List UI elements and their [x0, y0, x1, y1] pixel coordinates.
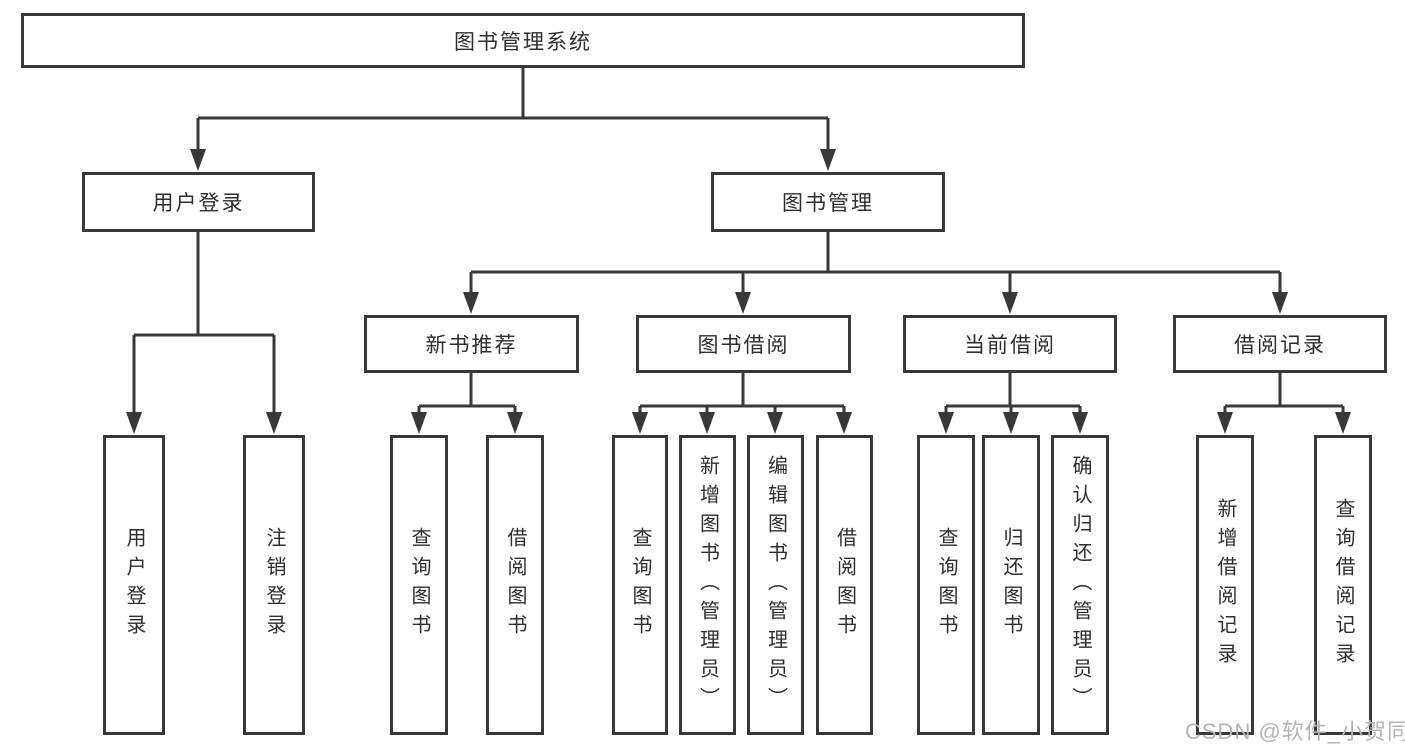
leaf-label: 查询图书 [935, 527, 957, 643]
csdn-watermark: CSDN @软件_小贺同学 [1185, 719, 1405, 744]
arrowhead-icon [1002, 292, 1018, 314]
node-label: 当前借阅 [964, 334, 1056, 357]
arrowhead-icon [1217, 412, 1233, 434]
leaf-add-books-admin: 新增图书（管理员） [679, 435, 736, 735]
connector-new-book-to-leaves [411, 373, 523, 434]
node-label: 图书管理 [782, 192, 874, 215]
arrowhead-icon [1072, 412, 1088, 434]
connector-root-to-level2 [190, 68, 836, 171]
leaf-label: 借阅图书 [833, 527, 856, 643]
node-book-management: 图书管理 [711, 172, 945, 232]
arrowhead-icon [767, 412, 783, 434]
leaf-label: 新增图书（管理员） [696, 454, 719, 716]
leaf-borrow-books: 借阅图书 [816, 435, 873, 735]
leaf-label: 查询图书 [408, 527, 430, 643]
leaf-user-login: 用户登录 [103, 435, 165, 735]
leaf-label: 借阅图书 [504, 527, 526, 643]
node-new-book-recommendation: 新书推荐 [364, 315, 579, 373]
arrowhead-icon [126, 412, 142, 434]
arrowhead-icon [632, 412, 648, 434]
node-label: 新书推荐 [425, 334, 518, 357]
arrowhead-icon [735, 292, 751, 314]
node-label: 借阅记录 [1234, 334, 1326, 357]
node-library-management-system: 图书管理系统 [21, 13, 1025, 68]
connector-book-management-to-level3 [463, 232, 1288, 314]
leaf-label: 归还图书 [1000, 527, 1022, 643]
arrowhead-icon [190, 149, 206, 171]
arrowhead-icon [507, 412, 523, 434]
arrowhead-icon [1003, 412, 1019, 434]
leaf-edit-books-admin: 编辑图书（管理员） [747, 435, 804, 735]
arrowhead-icon [699, 412, 715, 434]
leaf-label: 编辑图书（管理员） [764, 454, 787, 716]
node-label: 图书管理系统 [454, 30, 592, 54]
leaf-return-books: 归还图书 [982, 435, 1040, 735]
arrowhead-icon [463, 292, 479, 314]
node-borrowing-records: 借阅记录 [1173, 315, 1387, 373]
leaf-add-borrow-record: 新增借阅记录 [1196, 435, 1254, 735]
arrowhead-icon [836, 412, 852, 434]
leaf-label: 注销登录 [263, 527, 285, 643]
connector-borrow-records-to-leaves [1217, 373, 1351, 434]
leaf-label: 用户登录 [123, 527, 145, 643]
arrowhead-icon [411, 412, 427, 434]
leaf-label: 确认归还（管理员） [1069, 454, 1091, 716]
connector-book-borrow-to-leaves [632, 373, 852, 434]
connector-user-login-to-leaves [126, 232, 282, 434]
arrowhead-icon [1335, 412, 1351, 434]
leaf-label: 查询图书 [629, 527, 651, 643]
node-book-borrowing: 图书借阅 [636, 315, 851, 373]
leaf-borrow-books: 借阅图书 [486, 435, 544, 735]
leaf-query-books: 查询图书 [390, 435, 448, 735]
leaf-label: 查询借阅记录 [1332, 498, 1354, 672]
leaf-query-books: 查询图书 [612, 435, 668, 735]
leaf-query-books: 查询图书 [917, 435, 975, 735]
node-label: 图书借阅 [697, 334, 790, 357]
arrowhead-icon [1272, 292, 1288, 314]
leaf-query-borrow-record: 查询借阅记录 [1314, 435, 1372, 735]
node-current-borrowing: 当前借阅 [903, 315, 1117, 373]
node-user-login: 用户登录 [82, 172, 315, 232]
arrowhead-icon [820, 149, 836, 171]
arrowhead-icon [266, 412, 282, 434]
leaf-logout: 注销登录 [243, 435, 305, 735]
leaf-label: 新增借阅记录 [1214, 498, 1236, 672]
leaf-confirm-return-admin: 确认归还（管理员） [1051, 435, 1109, 735]
arrowhead-icon [938, 412, 954, 434]
connector-current-borrow-to-leaves [938, 373, 1088, 434]
node-label: 用户登录 [152, 192, 245, 215]
